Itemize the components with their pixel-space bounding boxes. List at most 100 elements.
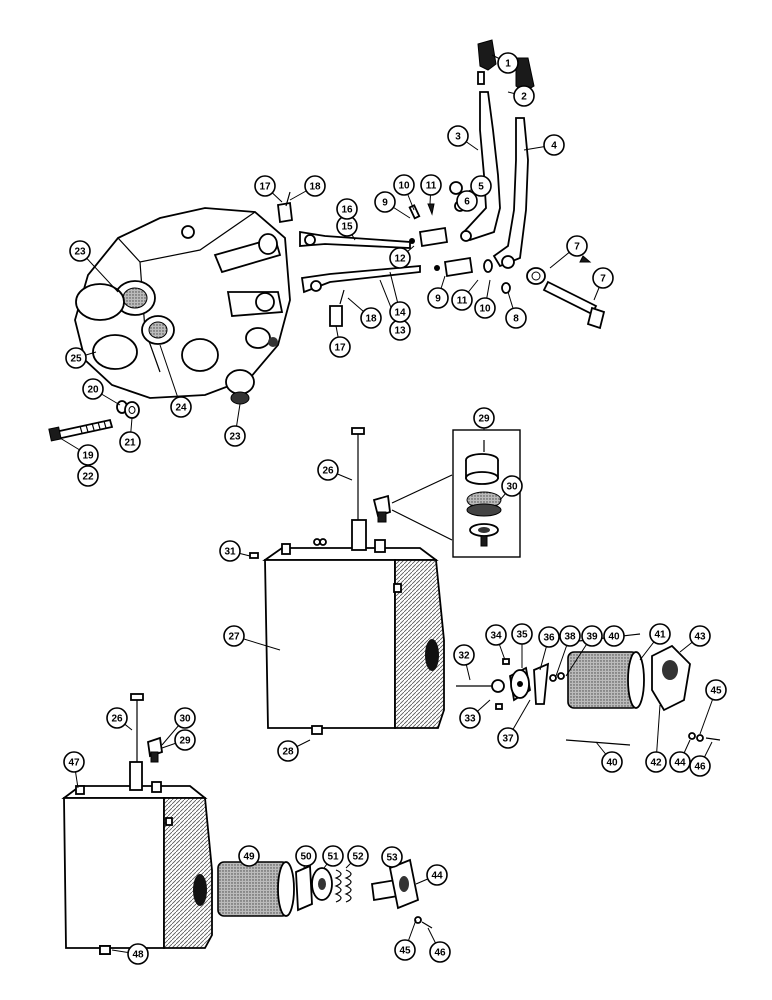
callout-number: 37 bbox=[502, 734, 514, 745]
callout-c39: 39 bbox=[581, 625, 603, 647]
callout-labels: 1234567789910101111121314151617171818192… bbox=[63, 52, 727, 965]
callout-circle bbox=[426, 864, 448, 886]
callout-c46a: 46 bbox=[689, 755, 711, 777]
control-valve-body bbox=[74, 207, 291, 405]
callout-number: 29 bbox=[478, 414, 490, 425]
callout-c40a: 40 bbox=[603, 625, 625, 647]
callout-circle bbox=[513, 85, 535, 107]
callout-number: 11 bbox=[426, 181, 437, 192]
callout-number: 3 bbox=[455, 132, 461, 143]
callout-c46b: 46 bbox=[429, 941, 451, 963]
callout-number: 16 bbox=[341, 205, 353, 216]
callout-c30b: 30 bbox=[174, 707, 196, 729]
callout-c44a: 44 bbox=[669, 751, 691, 773]
callout-number: 8 bbox=[513, 314, 519, 325]
callout-number: 50 bbox=[300, 852, 312, 863]
callout-number: 4 bbox=[551, 141, 557, 152]
callout-c23a: 23 bbox=[69, 240, 91, 262]
callout-number: 39 bbox=[586, 632, 598, 643]
callout-circle bbox=[254, 175, 276, 197]
callout-c10b: 10 bbox=[474, 297, 496, 319]
callout-number: 17 bbox=[259, 182, 271, 193]
callout-circle bbox=[322, 845, 344, 867]
callout-number: 49 bbox=[243, 852, 255, 863]
breather-cap-lower bbox=[147, 736, 163, 763]
callout-circle bbox=[456, 190, 478, 212]
callout-c8: 8 bbox=[505, 307, 527, 329]
callout-c29b: 29 bbox=[174, 729, 196, 751]
callout-c6: 6 bbox=[456, 190, 478, 212]
callout-circle bbox=[451, 289, 473, 311]
callout-number: 40 bbox=[608, 632, 620, 643]
lever-3 bbox=[460, 91, 501, 242]
drain-plug-48 bbox=[99, 945, 111, 955]
callout-number: 46 bbox=[434, 948, 446, 959]
callout-c16: 16 bbox=[336, 198, 358, 220]
callout-number: 45 bbox=[399, 946, 411, 957]
callout-number: 24 bbox=[175, 403, 187, 414]
callout-number: 23 bbox=[229, 432, 241, 443]
pivot-parts bbox=[408, 181, 515, 294]
callout-circle bbox=[389, 301, 411, 323]
callout-number: 33 bbox=[464, 714, 476, 725]
callout-c50: 50 bbox=[295, 845, 317, 867]
callout-c32: 32 bbox=[453, 644, 475, 666]
callout-number: 25 bbox=[70, 354, 82, 365]
callout-circle bbox=[347, 845, 369, 867]
callout-circle bbox=[336, 198, 358, 220]
callout-circle bbox=[511, 623, 533, 645]
callout-number: 10 bbox=[479, 304, 491, 315]
callout-c9a: 9 bbox=[374, 191, 396, 213]
callout-circle bbox=[497, 52, 519, 74]
callout-c18a: 18 bbox=[304, 175, 326, 197]
callout-circle bbox=[238, 845, 260, 867]
callout-c1: 1 bbox=[497, 52, 519, 74]
callout-number: 14 bbox=[394, 308, 406, 319]
callout-circle bbox=[592, 267, 614, 289]
callout-c22: 22 bbox=[77, 465, 99, 487]
callout-circle bbox=[501, 475, 523, 497]
callout-number: 21 bbox=[124, 438, 136, 449]
callout-number: 30 bbox=[506, 482, 518, 493]
callout-number: 18 bbox=[309, 182, 321, 193]
callout-circle bbox=[106, 707, 128, 729]
callout-circle bbox=[77, 444, 99, 466]
callout-circle bbox=[223, 625, 245, 647]
callout-circle bbox=[649, 623, 671, 645]
callout-circle bbox=[174, 707, 196, 729]
callout-c14: 14 bbox=[389, 301, 411, 323]
callout-c7a: 7 bbox=[566, 235, 588, 257]
callout-c33: 33 bbox=[459, 707, 481, 729]
callout-c48: 48 bbox=[127, 943, 149, 965]
callout-c34: 34 bbox=[485, 624, 507, 646]
callout-c25: 25 bbox=[65, 347, 87, 369]
callout-circle bbox=[427, 287, 449, 309]
callout-number: 20 bbox=[87, 385, 99, 396]
callout-circle bbox=[277, 740, 299, 762]
callout-number: 2 bbox=[521, 92, 527, 103]
callout-circle bbox=[374, 191, 396, 213]
callout-number: 28 bbox=[282, 747, 294, 758]
callout-number: 43 bbox=[694, 632, 706, 643]
clevis-pins bbox=[277, 191, 345, 327]
callout-c21: 21 bbox=[119, 431, 141, 453]
callout-circle bbox=[505, 307, 527, 329]
callout-number: 41 bbox=[654, 630, 666, 641]
callout-c49: 49 bbox=[238, 845, 260, 867]
callout-c24: 24 bbox=[170, 396, 192, 418]
callout-circle bbox=[77, 465, 99, 487]
callout-number: 9 bbox=[382, 198, 388, 209]
callout-number: 26 bbox=[111, 714, 123, 725]
callout-c43: 43 bbox=[689, 625, 711, 647]
callout-circle bbox=[174, 729, 196, 751]
callout-circle bbox=[453, 644, 475, 666]
callout-number: 44 bbox=[431, 871, 443, 882]
callout-number: 46 bbox=[694, 762, 706, 773]
callout-c4: 4 bbox=[543, 134, 565, 156]
callout-circle bbox=[393, 174, 415, 196]
lever-4 bbox=[492, 117, 529, 268]
callout-c11a: 11 bbox=[420, 174, 442, 196]
callout-circle bbox=[705, 679, 727, 701]
callout-number: 42 bbox=[650, 758, 662, 769]
